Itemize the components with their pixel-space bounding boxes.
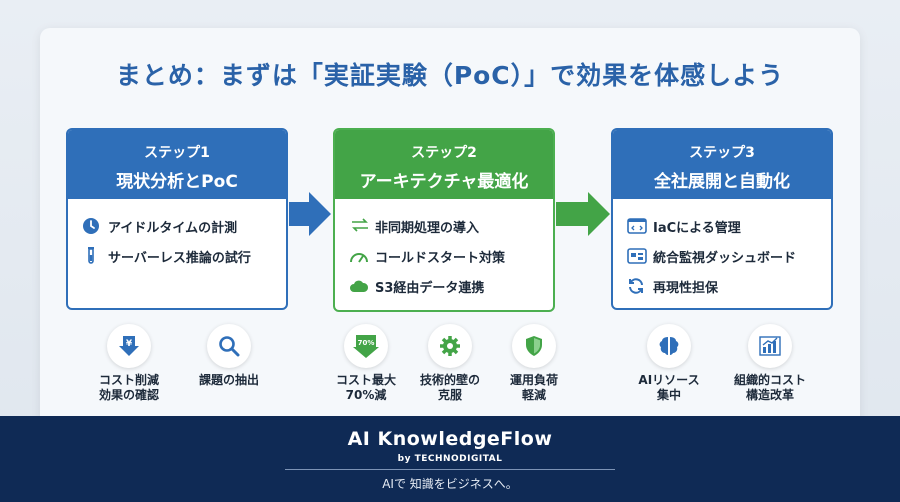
list-item: S3経由データ連携 [349,271,553,301]
step-header-3: ステップ3 全社展開と自動化 [613,130,831,199]
flow-arrow-icon [309,192,331,236]
test-tube-icon [82,246,108,266]
step-number: ステップ2 [411,145,477,161]
percent-down-icon: 70% [344,324,388,368]
step-number: ステップ3 [689,145,755,161]
step-card-1: ステップ1 現状分析とPoC アイドルタイムの計測 サーバーレス推論の試行 [66,128,288,310]
item-label: S3経由データ連携 [375,280,485,296]
step-card-3: ステップ3 全社展開と自動化 IaCによる管理 統合監視ダッシュボード 再現性担… [611,128,833,310]
footer-byline: by TECHNODIGITAL [397,454,503,464]
flow-arrow-icon [588,192,610,236]
shield-icon [512,324,556,368]
list-item: 非同期処理の導入 [349,211,553,241]
feature-issue-extraction: 課題の抽出 [187,324,271,388]
refresh-icon [627,277,653,295]
item-label: 再現性担保 [653,280,719,296]
code-window-icon [627,218,653,234]
item-label: サーバーレス推論の試行 [108,250,251,266]
footer-divider [285,469,615,470]
badge-text: 70% [358,339,375,347]
flow-arrow-body [289,202,311,226]
cloud-icon [349,279,375,293]
step-card-2: ステップ2 アーキテクチャ最適化 非同期処理の導入 コールドスタート対策 S3経… [333,128,555,312]
footer-bar: AI KnowledgeFlow by TECHNODIGITAL AIで 知識… [0,416,900,502]
yen-down-icon: ¥ [107,324,151,368]
step-header-2: ステップ2 アーキテクチャ最適化 [335,130,553,199]
list-item: サーバーレス推論の試行 [82,241,286,271]
feature-label: 運用負荷 軽減 [509,373,558,402]
step-number: ステップ1 [144,145,210,161]
gear-icon [428,324,472,368]
brain-icon [647,324,691,368]
magnifier-icon [207,324,251,368]
footer-tagline: AIで 知識をビジネスへ。 [382,477,518,491]
svg-text:¥: ¥ [126,339,133,349]
bar-chart-icon [748,324,792,368]
feature-ai-resource: AIリソース 集中 [627,324,711,403]
list-item: アイドルタイムの計測 [82,211,286,241]
list-item: 統合監視ダッシュボード [627,241,831,271]
feature-label: コスト最大 70%減 [335,373,396,402]
item-label: コールドスタート対策 [375,250,506,266]
item-label: アイドルタイムの計測 [108,220,238,236]
item-label: IaCによる管理 [653,220,741,236]
feature-label: 課題の抽出 [198,373,259,387]
dashboard-icon [627,248,653,264]
feature-label: 技術的壁の 克服 [419,373,480,402]
feature-label: コスト削減 効果の確認 [98,373,159,402]
feature-ops-reduction: 運用負荷 軽減 [492,324,576,403]
feature-label: 組織的コスト 構造改革 [733,373,806,402]
feature-cost-70: 70% コスト最大 70%減 [324,324,408,403]
step-header-1: ステップ1 現状分析とPoC [68,130,286,199]
feature-label: AIリソース 集中 [638,373,700,402]
list-item: コールドスタート対策 [349,241,553,271]
footer-brand: AI KnowledgeFlow [347,428,553,450]
feature-cost-reduction: ¥ コスト削減 効果の確認 [87,324,171,403]
clock-icon [82,217,108,235]
step-title: 全社展開と自動化 [654,172,790,192]
feature-org-cost: 組織的コスト 構造改革 [728,324,812,403]
page-title: まとめ：まずは「実証実験（PoC）」で効果を体感しよう [115,61,785,90]
step-title: アーキテクチャ最適化 [359,172,529,192]
item-label: 非同期処理の導入 [375,220,480,236]
feature-tech-barrier: 技術的壁の 克服 [408,324,492,403]
async-icon [349,217,375,235]
list-item: IaCによる管理 [627,211,831,241]
flow-arrow-body [556,202,590,226]
list-item: 再現性担保 [627,271,831,301]
gauge-icon [349,248,375,264]
item-label: 統合監視ダッシュボード [653,250,797,266]
step-title: 現状分析とPoC [116,172,238,192]
